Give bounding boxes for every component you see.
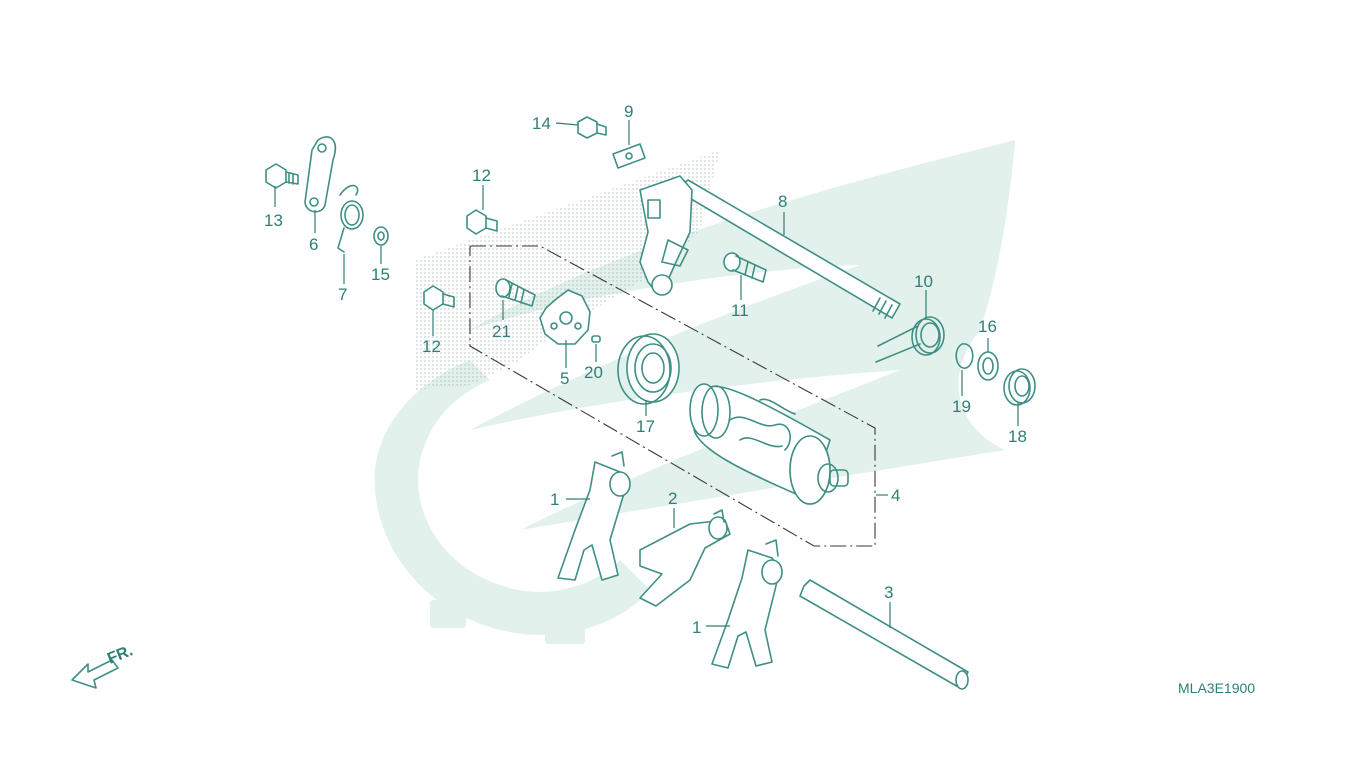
- callout-19: 19: [952, 397, 971, 416]
- part-12-bolt-upper: [466, 209, 498, 235]
- part-19-circlip: [955, 343, 974, 369]
- part-8-shift-spindle: [639, 175, 901, 319]
- callout-20: 20: [584, 363, 603, 382]
- part-18-oil-seal: [1003, 368, 1036, 406]
- part-17-bearing: [617, 333, 680, 405]
- part-14-bolt: [577, 116, 607, 139]
- part-16-washer: [977, 351, 999, 381]
- part-20-pin: [591, 335, 601, 343]
- callout-3: 3: [884, 583, 893, 602]
- callout-16: 16: [978, 317, 997, 336]
- part-11-bolt: [723, 252, 767, 283]
- callout-9: 9: [624, 102, 633, 121]
- callout-labels: 14 9 12 13 6 15 7 8 10 11 21 12 5 20 17 …: [264, 102, 1027, 637]
- part-10-return-spring: [875, 316, 945, 363]
- callout-17: 17: [636, 417, 655, 436]
- direction-label: FR.: [105, 642, 135, 667]
- callout-1-right: 1: [692, 618, 701, 637]
- callout-2: 2: [668, 489, 677, 508]
- callout-6: 6: [309, 235, 318, 254]
- part-12-bolt-lower: [423, 285, 455, 311]
- callout-5: 5: [560, 369, 569, 388]
- part-6-stopper-plate: [304, 136, 337, 213]
- part-1-shift-fork-left: [557, 451, 631, 581]
- brand-watermark-icon: [374, 140, 1015, 644]
- callout-13: 13: [264, 211, 283, 230]
- callout-14: 14: [532, 114, 551, 133]
- callout-7: 7: [338, 285, 347, 304]
- callout-12-upper: 12: [472, 166, 491, 185]
- callout-1-left: 1: [550, 490, 559, 509]
- diagram-code: MLA3E1900: [1178, 680, 1255, 696]
- part-2-shift-fork-center: [639, 509, 731, 607]
- assembly-group-outline: [469, 245, 876, 547]
- callout-12-lower: 12: [422, 337, 441, 356]
- part-1-shift-fork-right: [711, 539, 783, 669]
- part-7-spring: [337, 184, 364, 253]
- part-4-shift-drum: [689, 383, 849, 505]
- callout-8: 8: [778, 192, 787, 211]
- leader-lines: [274, 120, 1019, 628]
- part-5-shift-cam: [539, 289, 591, 345]
- part-15-washer: [373, 226, 389, 246]
- part-21-bolt: [495, 278, 536, 307]
- part-13-bolt: [265, 163, 299, 189]
- callout-15: 15: [371, 265, 390, 284]
- front-direction-arrow-icon: FR.: [71, 642, 135, 689]
- part-3-fork-shaft: [799, 579, 969, 690]
- callout-18: 18: [1008, 427, 1027, 446]
- part-9-plate: [612, 143, 646, 169]
- callout-10: 10: [914, 272, 933, 291]
- callout-4: 4: [891, 486, 900, 505]
- callout-11: 11: [731, 301, 749, 320]
- callout-21: 21: [492, 322, 511, 341]
